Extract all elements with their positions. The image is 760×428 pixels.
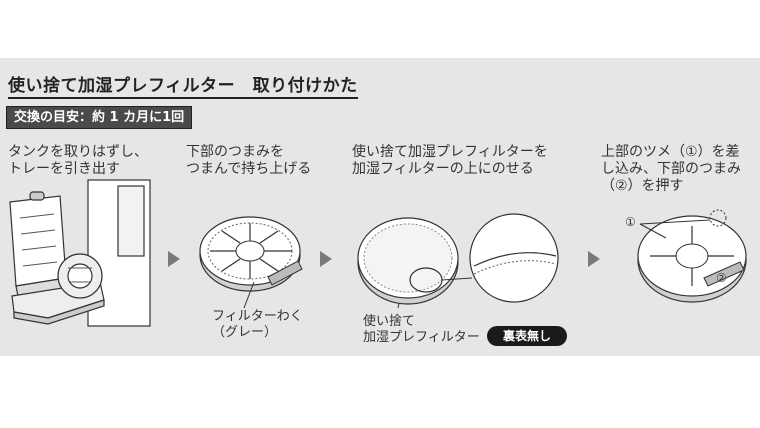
humidifier-tray-illustration: [9, 179, 151, 327]
page-title: 使い捨て加湿プレフィルター 取り付けかた: [8, 71, 358, 99]
filter-attach-illustration: [637, 209, 747, 303]
prefilter-placement-illustration: [357, 213, 559, 305]
step-3-text: 使い捨て加湿プレフィルターを 加湿フィルターの上にのせる: [352, 144, 548, 177]
step-3-note: 使い捨て 加湿プレフィルター: [363, 314, 480, 345]
step-4-text: 上部のツメ（①）を差 し込み、下部のつまみ （②）を押す: [601, 144, 741, 194]
next-step-arrow: [168, 251, 180, 267]
step-1-text: タンクを取りはずし、 トレーを引き出す: [8, 144, 148, 177]
step-2-note: フィルターわく （グレー）: [212, 309, 303, 340]
next-step-arrow: [588, 251, 600, 267]
filter-frame-illustration: [199, 216, 303, 292]
reversible-badge: 裏表無し: [487, 326, 567, 346]
step-4-marker-2: ②: [716, 271, 727, 285]
step-2-text: 下部のつまみを つまんで持ち上げる: [186, 144, 312, 177]
replacement-interval-badge: 交換の目安：約 1 カ月に1回: [6, 106, 193, 129]
step-4-marker-1: ①: [625, 215, 636, 229]
next-step-arrow: [320, 251, 332, 267]
